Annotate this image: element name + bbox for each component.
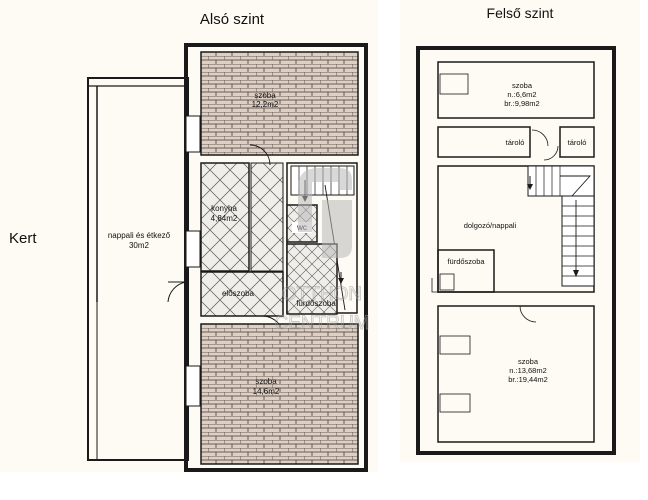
upper-floor-title: Felső szint [487, 5, 554, 21]
upper-bedroom-bottom-net: n.:13,68m2 [509, 366, 547, 375]
bedroom-bottom-name: szoba [255, 377, 277, 386]
living-room-name: nappali és étkező [108, 231, 171, 240]
ground-floor-title: Alsó szint [200, 11, 265, 28]
upper-bathroom [437, 249, 495, 293]
upper-bedroom-top-net: n.:6,6m2 [507, 90, 536, 99]
study-label: dolgozó/nappali [464, 221, 517, 230]
garden-label: Kert [9, 230, 37, 247]
storage-door-swing [531, 129, 549, 147]
upper-bedroom-top-name: szoba [512, 81, 533, 90]
window-kitchen [185, 230, 201, 268]
watermark-line2: CENTRUM [275, 313, 370, 334]
shower-icon [439, 273, 455, 291]
stair-upper [527, 165, 595, 287]
watermark-mark-icon [298, 168, 352, 258]
hallway-strip [250, 162, 284, 272]
bathroom-ground-label: fürdőszoba [296, 299, 336, 308]
upper-window-low [439, 393, 471, 413]
window-top-left [185, 115, 201, 153]
window-bottom-left [185, 365, 201, 407]
upper-floor-plan: Felső szint szoba n.:6,6m2 br.:9,98m2 tá… [400, 0, 640, 462]
upper-floor-outer-wall [416, 46, 616, 455]
upper-window-top [439, 73, 469, 95]
storage-right-label: tároló [568, 138, 587, 147]
hall-label: előszoba [222, 289, 255, 298]
storage-right [559, 126, 595, 158]
storage-left [437, 126, 531, 158]
storage-right-door-swing [543, 145, 559, 161]
watermark-line1: OTTHON [282, 284, 362, 305]
bedroom-bottom-area: 14,6m2 [253, 387, 280, 396]
bedroom-bottom [200, 323, 359, 465]
upper-bedroom-top [437, 61, 595, 119]
bathroom-door-icon [431, 278, 438, 293]
ground-floor-plan: Alsó szint Kert nappali és étkező 30m2 s… [0, 0, 378, 472]
upper-floor-paper [400, 0, 640, 462]
upper-bathroom-label: fürdőszoba [447, 257, 485, 266]
living-dining-room [87, 77, 189, 461]
bedroom-top-name: szoba [254, 91, 276, 100]
kitchen [200, 162, 250, 272]
upper-window-mid [439, 335, 471, 355]
bedroom-top-area: 12,2m2 [252, 100, 279, 109]
storage-left-label: tároló [506, 138, 525, 147]
bedroom-top [200, 51, 359, 156]
kitchen-area: 4,84m2 [211, 214, 238, 223]
entry-hall [200, 271, 284, 317]
stair-door-swing [249, 144, 271, 166]
kitchen-name: konyha [211, 204, 237, 213]
upper-bedroom-bottom-name: szoba [518, 357, 539, 366]
upper-bedroom-bottom [437, 305, 595, 443]
watermark-logo: OTTHON CENTRUM [274, 168, 370, 334]
upper-bedroom-door-swing [519, 305, 537, 323]
upper-bedroom-bottom-gross: br.:19,44m2 [508, 375, 548, 384]
entry-door [167, 281, 187, 303]
living-room-area: 30m2 [129, 241, 150, 250]
upper-bedroom-top-gross: br.:9,98m2 [504, 99, 539, 108]
